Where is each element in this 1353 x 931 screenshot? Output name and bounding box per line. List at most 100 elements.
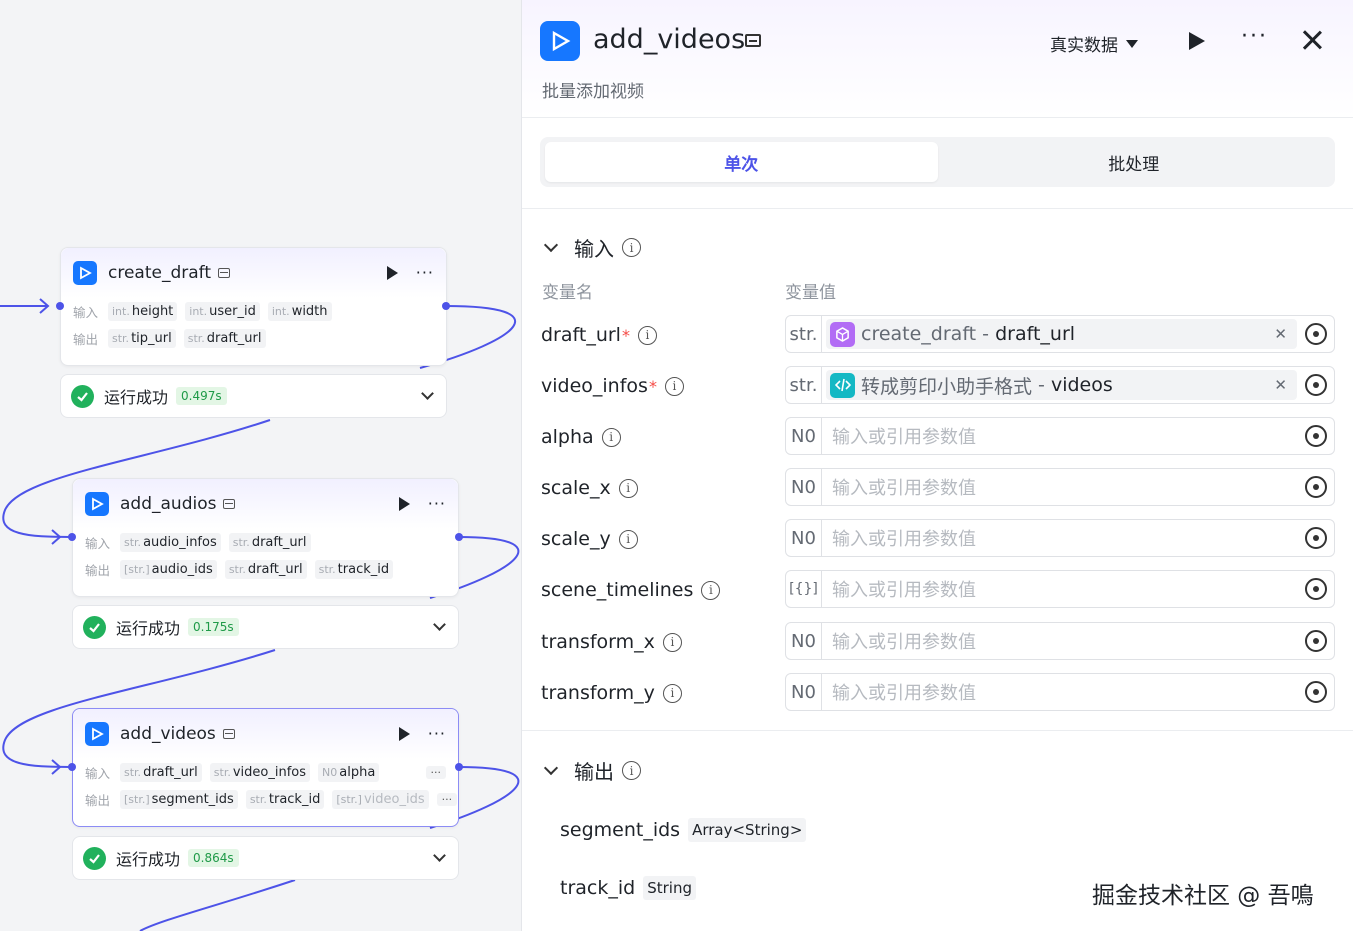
node-add-videos[interactable]: add_videos ··· 输入 str.draft_url str.vide… bbox=[72, 708, 459, 827]
info-icon[interactable]: i bbox=[618, 529, 638, 549]
type-tag: str. bbox=[786, 367, 822, 403]
param-value-field[interactable]: str. 转成剪印小助手格式 - videos ✕ bbox=[785, 366, 1335, 404]
chevron-down-icon[interactable] bbox=[543, 760, 559, 775]
status-text: 运行成功 bbox=[104, 388, 169, 407]
reference-chip[interactable]: create_draft - draft_url ✕ bbox=[826, 319, 1297, 349]
chevron-down-icon[interactable] bbox=[543, 237, 559, 252]
output-section-header[interactable]: 输出 i bbox=[542, 756, 641, 785]
output-chip: str.tip_url bbox=[108, 329, 176, 348]
variable-reference-icon[interactable] bbox=[1305, 476, 1327, 498]
run-node-button[interactable] bbox=[398, 497, 410, 511]
run-button[interactable] bbox=[1189, 32, 1205, 50]
type-tag: N0 bbox=[786, 469, 822, 505]
chevron-down-icon[interactable] bbox=[433, 618, 446, 631]
param-value-field[interactable]: N0 输入或引用参数值 bbox=[785, 622, 1335, 660]
output-port[interactable] bbox=[442, 302, 450, 310]
info-icon[interactable]: i bbox=[637, 325, 657, 345]
input-port[interactable] bbox=[56, 302, 64, 310]
node-more-button[interactable]: ··· bbox=[427, 724, 446, 743]
param-value-field[interactable]: [{}] 输入或引用参数值 bbox=[785, 570, 1335, 608]
more-outputs-button[interactable]: ··· bbox=[436, 793, 458, 806]
variable-reference-icon[interactable] bbox=[1305, 374, 1327, 396]
close-icon[interactable] bbox=[1300, 28, 1324, 52]
run-node-button[interactable] bbox=[398, 727, 410, 741]
chevron-down-icon[interactable] bbox=[421, 387, 434, 400]
tab-single[interactable]: 单次 bbox=[545, 142, 938, 182]
param-value-field[interactable]: N0 输入或引用参数值 bbox=[785, 673, 1335, 711]
reference-source: 转成剪印小助手格式 bbox=[861, 375, 1033, 398]
output-port[interactable] bbox=[455, 763, 463, 771]
output-chip: [str.]audio_ids bbox=[120, 560, 217, 579]
reference-chip[interactable]: 转成剪印小助手格式 - videos ✕ bbox=[826, 370, 1297, 400]
more-button[interactable]: ··· bbox=[1241, 24, 1268, 49]
input-chip: str.draft_url bbox=[228, 533, 311, 552]
info-icon[interactable]: i bbox=[618, 478, 638, 498]
input-chip: int.user_id bbox=[185, 302, 260, 321]
param-input-placeholder[interactable]: 输入或引用参数值 bbox=[832, 683, 976, 704]
node-create-draft[interactable]: create_draft ··· 输入 int.height int.user_… bbox=[60, 247, 447, 366]
param-value-field[interactable]: N0 输入或引用参数值 bbox=[785, 417, 1335, 455]
variable-reference-icon[interactable] bbox=[1305, 681, 1327, 703]
divider bbox=[522, 730, 1353, 731]
more-inputs-button[interactable]: ··· bbox=[425, 766, 446, 779]
output-port[interactable] bbox=[455, 533, 463, 541]
node-more-button[interactable]: ··· bbox=[427, 494, 446, 513]
variable-reference-icon[interactable] bbox=[1305, 578, 1327, 600]
info-icon[interactable]: i bbox=[622, 238, 641, 257]
node-add-audios[interactable]: add_audios ··· 输入 str.audio_infos str.dr… bbox=[72, 478, 459, 597]
variable-reference-icon[interactable] bbox=[1305, 425, 1327, 447]
input-port[interactable] bbox=[68, 763, 76, 771]
param-value-field[interactable]: str. create_draft - draft_url ✕ bbox=[785, 315, 1335, 353]
info-icon[interactable]: i bbox=[662, 632, 682, 652]
param-input-placeholder[interactable]: 输入或引用参数值 bbox=[832, 632, 976, 653]
outputs-label: 输出 bbox=[73, 332, 99, 347]
node-header: create_draft ··· bbox=[61, 248, 446, 298]
info-icon[interactable]: i bbox=[662, 683, 682, 703]
clear-icon[interactable]: ✕ bbox=[1274, 376, 1287, 394]
run-node-button[interactable] bbox=[386, 266, 398, 280]
inputs-label: 输入 bbox=[85, 766, 111, 781]
duration-badge: 0.864s bbox=[188, 849, 239, 867]
input-chip: str.audio_infos bbox=[120, 533, 221, 552]
info-icon[interactable]: i bbox=[664, 376, 684, 396]
run-status-bar[interactable]: 运行成功 0.175s bbox=[72, 605, 459, 649]
node-inputs: 输入 str.audio_infos str.draft_url bbox=[73, 529, 458, 556]
param-value-field[interactable]: N0 输入或引用参数值 bbox=[785, 468, 1335, 506]
param-input-placeholder[interactable]: 输入或引用参数值 bbox=[832, 478, 976, 499]
run-status-bar[interactable]: 运行成功 0.497s bbox=[60, 374, 447, 418]
data-mode-select[interactable]: 真实数据 bbox=[1050, 31, 1138, 56]
clear-icon[interactable]: ✕ bbox=[1274, 325, 1287, 343]
param-input-placeholder[interactable]: 输入或引用参数值 bbox=[832, 529, 976, 550]
run-status-bar[interactable]: 运行成功 0.864s bbox=[72, 836, 459, 880]
node-header: add_audios ··· bbox=[73, 479, 458, 529]
outputs-label: 输出 bbox=[85, 563, 111, 578]
input-section-header[interactable]: 输入 i bbox=[542, 233, 641, 262]
output-chip: str.draft_url bbox=[183, 329, 266, 348]
info-icon[interactable]: i bbox=[601, 427, 621, 447]
node-outputs: 输出 [str.]audio_ids str.draft_url str.tra… bbox=[73, 556, 458, 583]
info-icon[interactable]: i bbox=[622, 761, 641, 780]
tab-batch[interactable]: 批处理 bbox=[1108, 154, 1160, 175]
plugin-play-icon bbox=[540, 21, 580, 61]
info-icon[interactable]: i bbox=[701, 580, 721, 600]
input-port[interactable] bbox=[68, 533, 76, 541]
node-more-button[interactable]: ··· bbox=[415, 263, 434, 282]
input-chip: int.width bbox=[267, 302, 332, 321]
input-chip: str.video_infos bbox=[209, 763, 311, 782]
variable-reference-icon[interactable] bbox=[1305, 630, 1327, 652]
chevron-down-icon[interactable] bbox=[433, 849, 446, 862]
param-value-field[interactable]: N0 输入或引用参数值 bbox=[785, 519, 1335, 557]
param-input-placeholder[interactable]: 输入或引用参数值 bbox=[832, 427, 976, 448]
param-name: video_infos*i bbox=[541, 375, 684, 397]
variable-reference-icon[interactable] bbox=[1305, 323, 1327, 345]
param-input-placeholder[interactable]: 输入或引用参数值 bbox=[832, 580, 976, 601]
param-name: draft_url*i bbox=[541, 324, 657, 346]
variable-reference-icon[interactable] bbox=[1305, 527, 1327, 549]
workflow-canvas[interactable]: create_draft ··· 输入 int.height int.user_… bbox=[0, 0, 521, 931]
node-outputs: 输出 str.tip_url str.draft_url bbox=[61, 325, 446, 352]
